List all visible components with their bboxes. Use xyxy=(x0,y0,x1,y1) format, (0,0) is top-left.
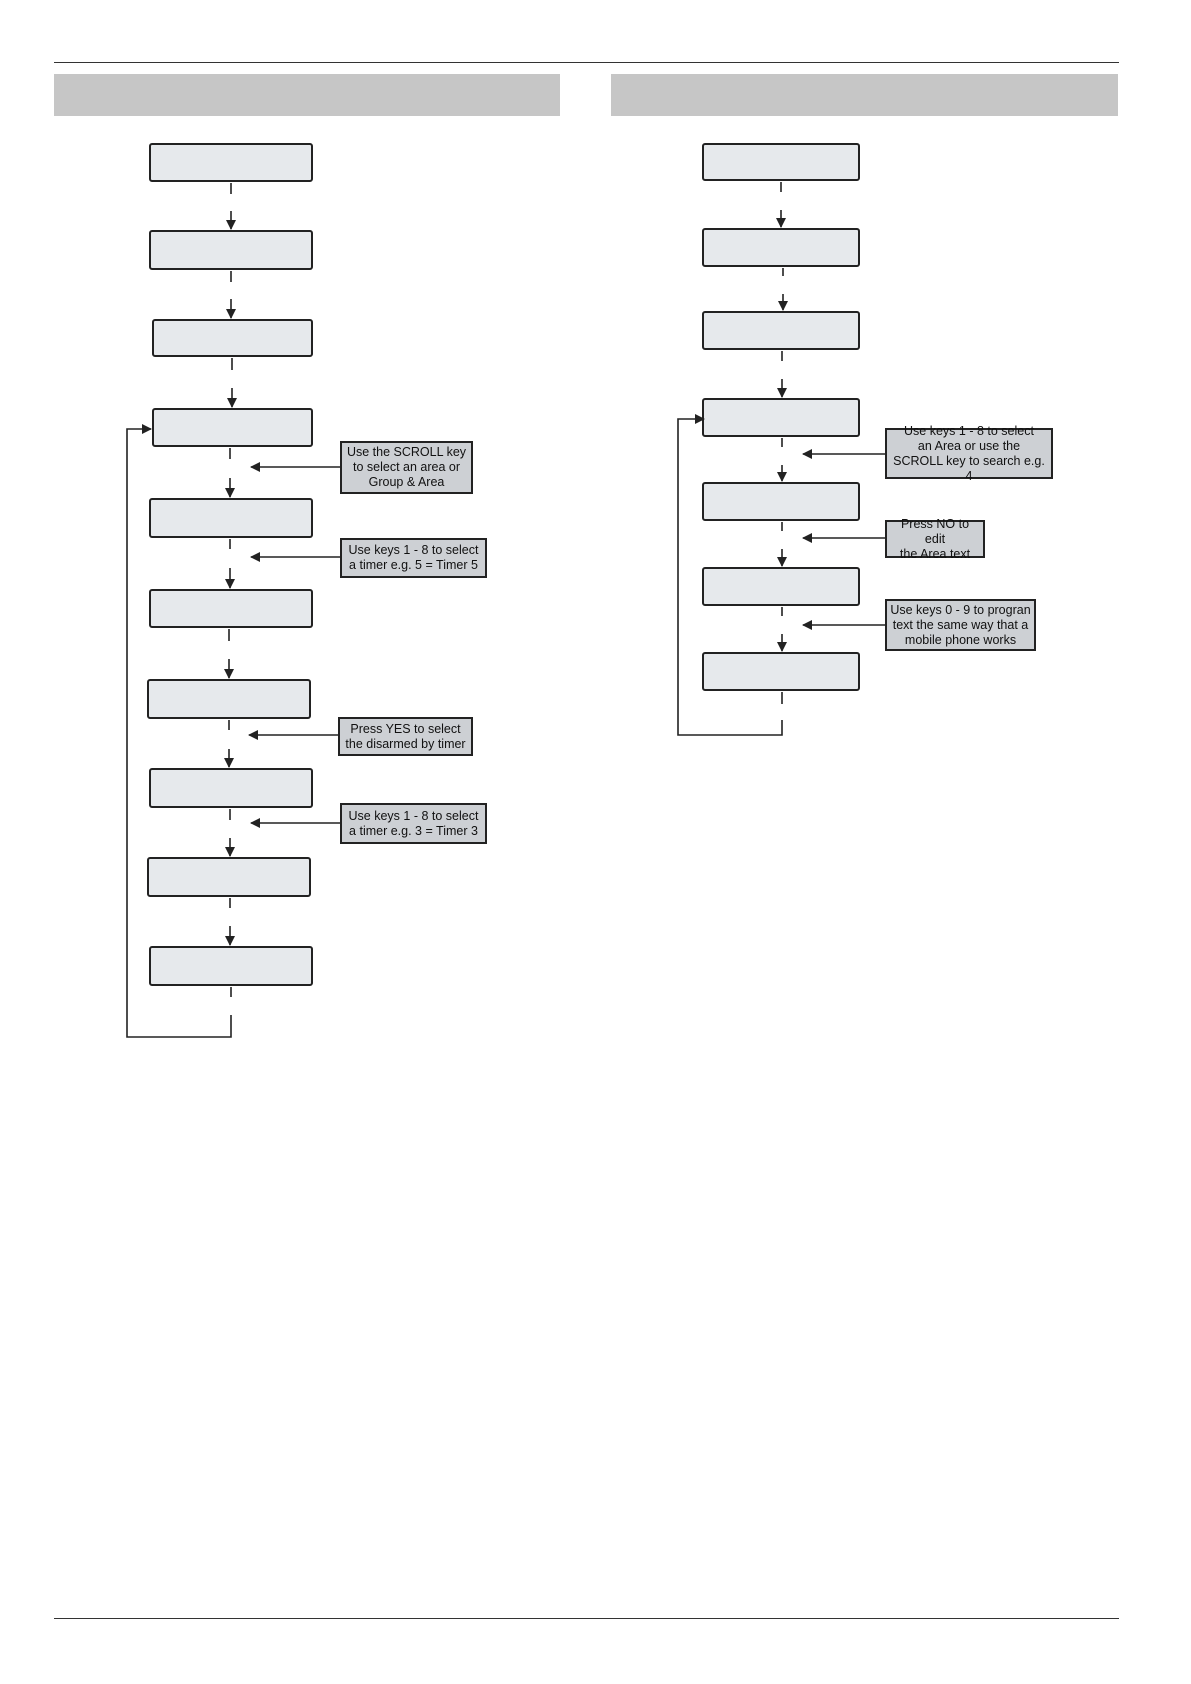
left-connectors xyxy=(126,183,340,1038)
left-display-box xyxy=(149,143,313,182)
right-display-box xyxy=(702,228,860,267)
right-display-box xyxy=(702,311,860,350)
loop-back-arrow xyxy=(126,424,232,1038)
left-display-box xyxy=(149,498,313,538)
right-note-press-no: Press NO to edit the Area text xyxy=(885,517,985,561)
left-section-header xyxy=(54,74,560,116)
note-text: Use keys 0 - 9 to progran text the same … xyxy=(890,602,1031,647)
right-note-select-area: Use keys 1 - 8 to select an Area or use … xyxy=(885,424,1053,483)
right-display-box xyxy=(702,482,860,521)
left-note-select-timer: Use keys 1 - 8 to select a timer e.g. 5 … xyxy=(340,538,487,578)
bottom-rule xyxy=(54,1618,1119,1619)
note-text: Use keys 1 - 8 to select a timer e.g. 5 … xyxy=(348,543,479,572)
left-display-box xyxy=(147,857,311,897)
left-note-press-yes: Press YES to select the disarmed by time… xyxy=(338,717,473,756)
right-note-program-text: Use keys 0 - 9 to progran text the same … xyxy=(885,599,1036,651)
left-display-box xyxy=(149,230,313,270)
left-display-box xyxy=(149,768,313,808)
left-display-box xyxy=(152,319,313,357)
right-display-box xyxy=(702,652,860,691)
note-text: Press YES to select the disarmed by time… xyxy=(345,721,466,751)
note-text: Use the SCROLL key to select an area or … xyxy=(346,445,467,489)
right-display-boxes xyxy=(702,143,860,691)
note-text: Use keys 1 - 8 to select an Area or use … xyxy=(893,423,1045,483)
left-display-boxes xyxy=(147,143,313,986)
right-section-header xyxy=(611,74,1118,116)
note-text: Press NO to edit the Area text xyxy=(899,516,971,561)
left-display-box xyxy=(149,589,313,628)
left-display-box xyxy=(147,679,311,719)
right-connectors xyxy=(677,182,888,736)
top-rule xyxy=(54,62,1119,63)
right-display-box xyxy=(702,567,860,606)
left-note-select-timer-3: Use keys 1 - 8 to select a timer e.g. 3 … xyxy=(340,803,487,844)
left-note-scroll-area: Use the SCROLL key to select an area or … xyxy=(340,441,473,494)
right-display-box xyxy=(702,143,860,181)
left-display-box xyxy=(152,408,313,447)
loop-back-arrow xyxy=(677,414,783,736)
left-display-box xyxy=(149,946,313,986)
right-display-box xyxy=(702,398,860,437)
note-text: Use keys 1 - 8 to select a timer e.g. 3 … xyxy=(348,808,479,838)
